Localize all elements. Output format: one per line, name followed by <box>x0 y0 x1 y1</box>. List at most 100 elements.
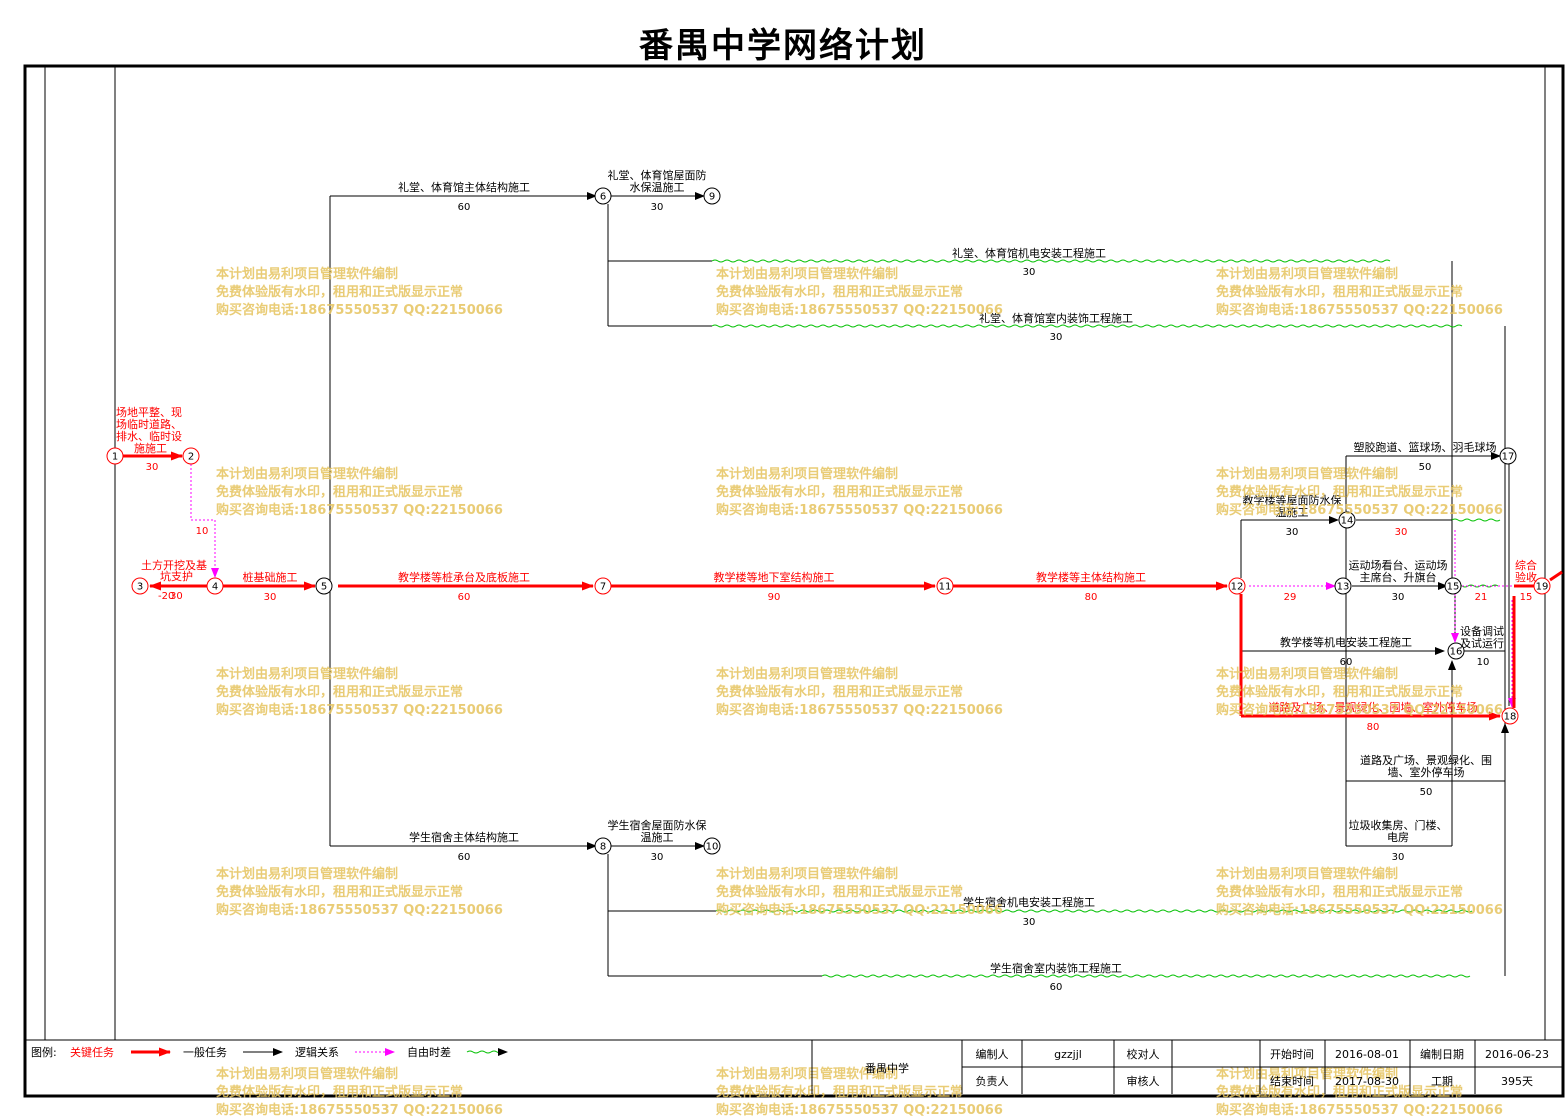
reviewer-label: 审核人 <box>1127 1074 1160 1088</box>
node-label: 17 <box>1502 452 1515 463</box>
task-duration: -20 <box>158 591 174 602</box>
node-3 <box>131 577 149 595</box>
end-value: 2017-08-30 <box>1335 1075 1399 1088</box>
date-value: 2016-06-23 <box>1485 1048 1549 1061</box>
preparer-value: gzzjjl <box>1054 1048 1082 1061</box>
legend-logic-label: 逻辑关系 <box>295 1045 339 1059</box>
task-label: 综合 <box>1515 558 1537 572</box>
node-label: 3 <box>137 582 143 593</box>
task-duration: 30 <box>1023 267 1036 278</box>
task-duration: 90 <box>768 592 781 603</box>
node-label: 11 <box>939 582 952 593</box>
task-label: 水保温施工 <box>630 180 685 194</box>
legend-free-float-line <box>466 1050 504 1054</box>
watermark-text: 免费体验版有水印，租用和正式版显示正常 <box>216 884 463 900</box>
task-duration: 50 <box>1420 787 1433 798</box>
task-label: 设备调试 <box>1460 624 1504 638</box>
watermark-text: 免费体验版有水印，租用和正式版显示正常 <box>216 684 463 700</box>
normal-links <box>329 192 1510 977</box>
watermark-text: 免费体验版有水印，租用和正式版显示正常 <box>216 1084 463 1100</box>
watermark-text: 本计划由易利项目管理软件编制 <box>1216 866 1398 882</box>
node-19 <box>1533 577 1551 595</box>
watermark-text: 购买咨询电话:18675550537 QQ:22150066 <box>716 302 1003 318</box>
node-label: 9 <box>709 192 715 203</box>
footer: 图例: 关键任务 一般任务 逻辑关系 自由时差 番禺中学 编制人 gzzjjl … <box>31 1040 1563 1094</box>
slack-value: 29 <box>1284 592 1297 603</box>
watermark-text: 本计划由易利项目管理软件编制 <box>1216 466 1398 482</box>
watermark-text: 购买咨询电话:18675550537 QQ:22150066 <box>716 1102 1003 1117</box>
critical-links <box>123 451 1563 721</box>
task-label: 及试运行 <box>1460 637 1504 650</box>
watermark-text: 购买咨询电话:18675550537 QQ:22150066 <box>216 1102 503 1117</box>
task-label: 垃圾收集房、门楼、 <box>1349 818 1448 832</box>
responsible-label: 负责人 <box>976 1074 1009 1088</box>
task-label: 电房 <box>1387 831 1409 844</box>
task-duration: 30 <box>651 852 664 863</box>
slack-value: 21 <box>1475 592 1488 603</box>
slack-value: 10 <box>196 526 209 537</box>
watermark-text: 免费体验版有水印，租用和正式版显示正常 <box>1216 284 1463 300</box>
node-label: 18 <box>1504 712 1517 723</box>
task-labels: 场地平整、现 场临时道路、 排水、临时设 施施工 30 10 土方开挖及基 坑支… <box>116 168 1537 993</box>
project-name: 番禺中学 <box>865 1061 909 1075</box>
watermark-text: 免费体验版有水印，租用和正式版显示正常 <box>1216 884 1463 900</box>
node-17 <box>1499 447 1517 465</box>
watermark-text: 购买咨询电话:18675550537 QQ:22150066 <box>216 902 503 918</box>
watermark-text: 免费体验版有水印，租用和正式版显示正常 <box>716 684 963 700</box>
node-label: 14 <box>1341 516 1354 527</box>
watermark-text: 免费体验版有水印，租用和正式版显示正常 <box>216 484 463 500</box>
legend-normal-label: 一般任务 <box>183 1046 227 1059</box>
legend-prefix: 图例: <box>31 1045 57 1059</box>
watermark-text: 本计划由易利项目管理软件编制 <box>216 266 398 282</box>
task-label: 验收 <box>1515 570 1537 584</box>
task-duration: 60 <box>458 852 471 863</box>
duration-value: 395天 <box>1501 1075 1533 1088</box>
node-7 <box>594 577 612 595</box>
node-label: 15 <box>1447 582 1460 593</box>
legend-free-float-arrow <box>498 1048 508 1056</box>
task-label: 排水、临时设 <box>116 429 182 443</box>
node-label: 13 <box>1337 582 1350 593</box>
task-duration: 30 <box>1050 332 1063 343</box>
node-12 <box>1228 577 1246 595</box>
watermark-text: 免费体验版有水印，租用和正式版显示正常 <box>1216 484 1463 500</box>
task-label: 学生宿舍室内装饰工程施工 <box>990 961 1122 975</box>
task-duration: 60 <box>1050 982 1063 993</box>
task-label: 墙、室外停车场 <box>1388 765 1465 779</box>
task-label: 教学楼等机电安装工程施工 <box>1280 635 1412 649</box>
duration-label: 工期 <box>1431 1075 1453 1088</box>
watermark-text: 购买咨询电话:18675550537 QQ:22150066 <box>716 702 1003 718</box>
task-label: 运动场看台、运动场 <box>1349 558 1448 572</box>
watermark-text: 购买咨询电话:18675550537 QQ:22150066 <box>1216 702 1503 718</box>
watermark-text: 本计划由易利项目管理软件编制 <box>216 1066 398 1082</box>
task-duration: 30 <box>170 591 183 602</box>
task-duration: 30 <box>1023 917 1036 928</box>
end-label: 结束时间 <box>1270 1075 1314 1088</box>
task-label: 塑胶跑道、篮球场、羽毛球场 <box>1354 440 1497 454</box>
node-label: 8 <box>600 842 606 853</box>
watermark-text: 本计划由易利项目管理软件编制 <box>1216 666 1398 682</box>
watermark-text: 购买咨询电话:18675550537 QQ:22150066 <box>1216 302 1503 318</box>
watermark-text: 购买咨询电话:18675550537 QQ:22150066 <box>1216 902 1503 918</box>
checker-label: 校对人 <box>1127 1047 1160 1061</box>
node-1 <box>106 447 124 465</box>
task-label: 道路及广场、景观绿化、围墙、室外停车场 <box>1269 700 1478 714</box>
task-label: 主席台、升旗台 <box>1360 570 1437 584</box>
node-13 <box>1334 577 1352 595</box>
node-8 <box>594 837 612 855</box>
node-4 <box>206 577 224 595</box>
task-duration: 30 <box>651 202 664 213</box>
legend-free-float-label: 自由时差 <box>407 1045 451 1059</box>
task-label: 礼堂、体育馆机电安装工程施工 <box>952 246 1106 260</box>
watermark-text: 本计划由易利项目管理软件编制 <box>1216 266 1398 282</box>
watermark-text: 本计划由易利项目管理软件编制 <box>216 666 398 682</box>
task-label: 礼堂、体育馆室内装饰工程施工 <box>979 311 1133 325</box>
slack-value: 30 <box>1395 527 1408 538</box>
node-label: 5 <box>321 582 327 593</box>
task-duration: 80 <box>1367 722 1380 733</box>
watermark-text: 本计划由易利项目管理软件编制 <box>716 466 898 482</box>
task-duration: 60 <box>458 202 471 213</box>
task-duration: 30 <box>264 592 277 603</box>
node-label: 6 <box>600 192 606 203</box>
task-label: 坑支护 <box>160 569 193 583</box>
